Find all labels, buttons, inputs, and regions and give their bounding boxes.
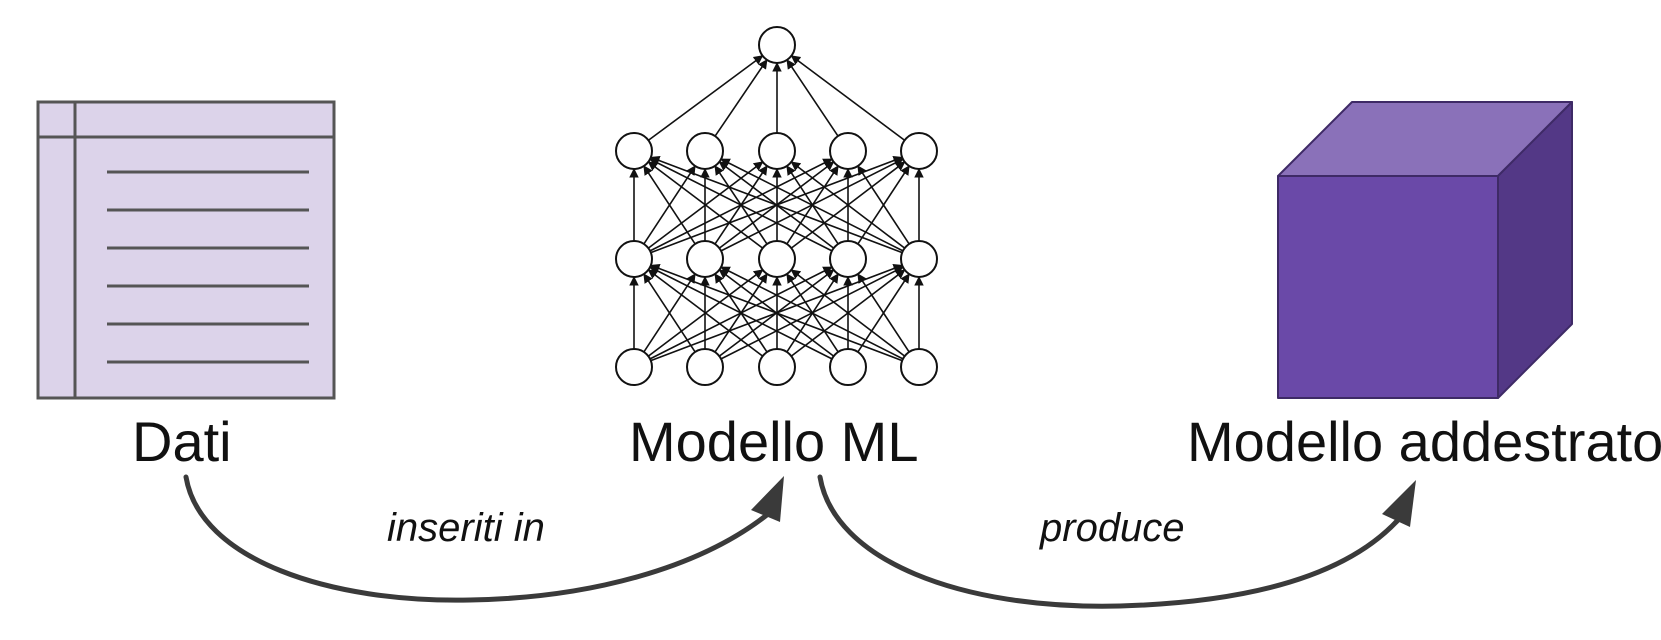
network-connection <box>786 59 839 137</box>
node-label-model: Modello ML <box>629 410 919 473</box>
network-neuron <box>686 348 724 386</box>
network-neuron <box>758 132 796 170</box>
network-neuron <box>615 240 653 278</box>
network-neuron <box>615 132 653 170</box>
network-connection <box>720 266 904 360</box>
document-icon <box>36 100 336 400</box>
edge-label-produce: produce <box>1040 506 1185 550</box>
network-neuron <box>758 240 796 278</box>
network-connection <box>857 273 910 353</box>
network-connection <box>647 161 764 249</box>
arrow-data-to-model <box>183 474 784 603</box>
network-connection <box>649 158 833 252</box>
node-label-data: Dati <box>132 410 232 473</box>
network-connection <box>643 273 696 353</box>
network-connection <box>790 161 906 249</box>
cube-icon <box>1277 101 1573 399</box>
network-neuron <box>829 240 867 278</box>
network-neuron <box>829 348 867 386</box>
network-connection <box>643 165 696 245</box>
edge-label-inseriti-in: inseriti in <box>387 506 545 550</box>
network-connection <box>647 269 764 357</box>
network-neuron <box>615 348 653 386</box>
network-neuron <box>686 240 724 278</box>
network-neuron <box>758 26 796 64</box>
network-neuron <box>686 132 724 170</box>
network-connection <box>720 158 904 252</box>
network-connection <box>857 165 910 245</box>
network-neuron <box>900 240 938 278</box>
network-connection <box>649 155 903 254</box>
arrow-model-to-trained <box>817 474 1416 609</box>
network-connection <box>790 55 906 141</box>
network-connection <box>649 263 903 362</box>
neural-network-icon <box>615 26 938 386</box>
network-neuron <box>758 348 796 386</box>
network-neuron <box>900 132 938 170</box>
network-connection <box>714 59 768 137</box>
network-connection <box>647 55 764 141</box>
network-neuron <box>900 348 938 386</box>
network-connection <box>790 269 906 357</box>
network-connection <box>649 266 833 360</box>
network-neuron <box>829 132 867 170</box>
node-label-trained: Modello addestrato <box>1187 410 1661 473</box>
